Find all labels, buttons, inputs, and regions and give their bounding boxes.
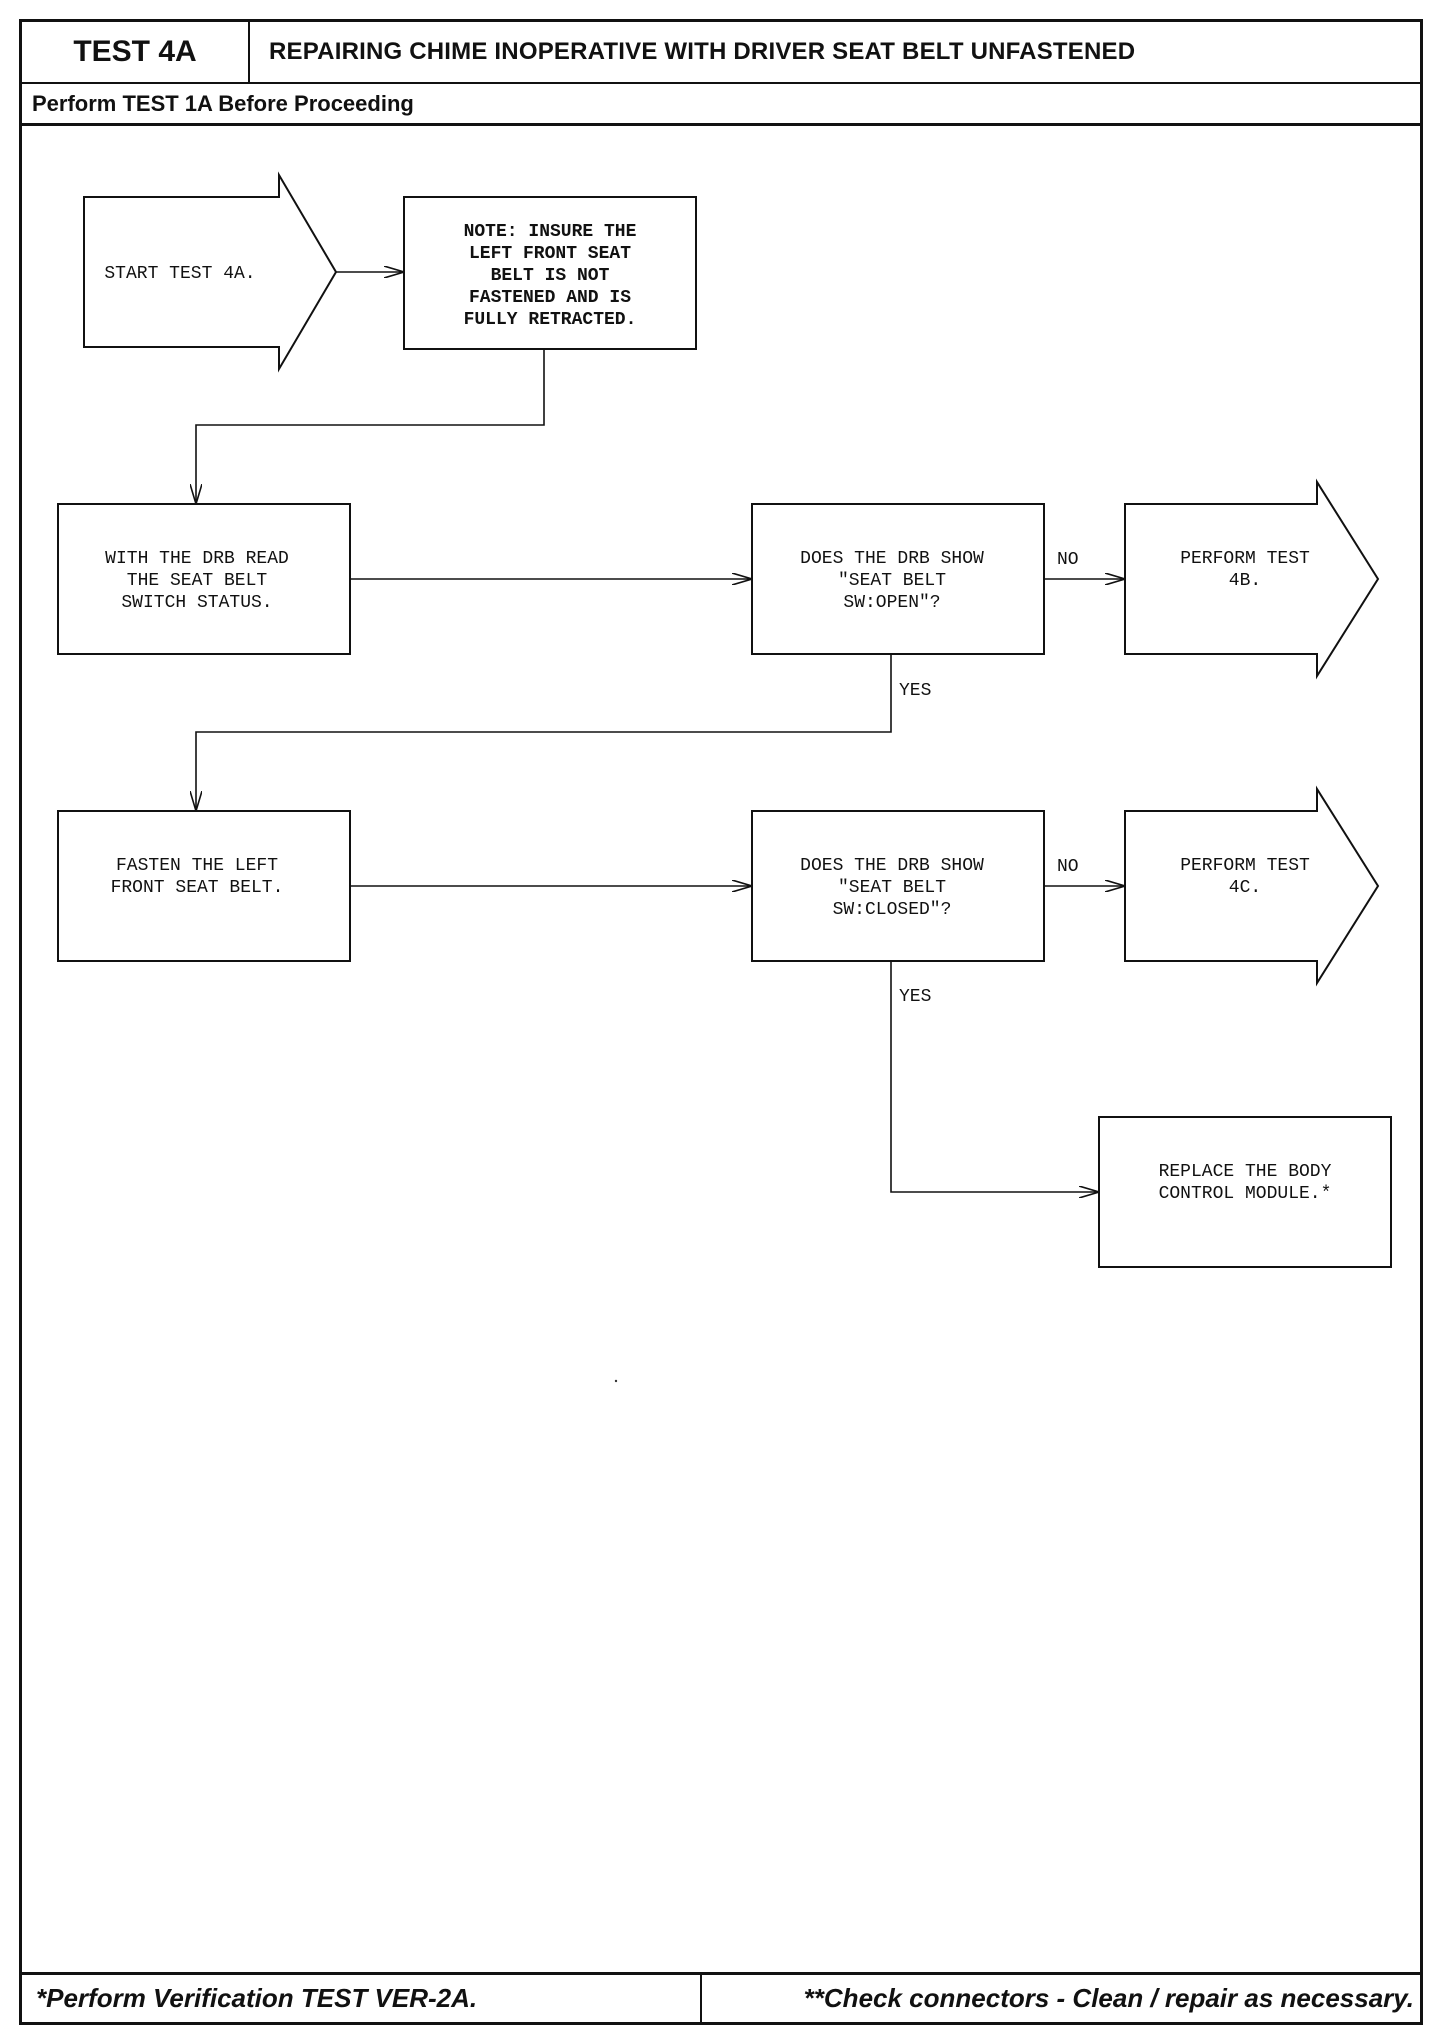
flow-text-line: LEFT FRONT SEAT xyxy=(469,244,631,264)
decision-open-box xyxy=(751,503,1045,655)
flow-text-line: CONTROL MODULE.* xyxy=(1159,1184,1332,1204)
flow-text-line: SWITCH STATUS. xyxy=(121,593,272,613)
flow-text-line: 4B. xyxy=(1229,571,1261,591)
flow-text-line: SW:OPEN"? xyxy=(843,593,940,613)
flow-text-line: FULLY RETRACTED. xyxy=(464,310,637,330)
scan-speck xyxy=(614,1379,618,1383)
flow-text-line: 4C. xyxy=(1229,878,1261,898)
flow-text-line: NOTE: INSURE THE xyxy=(464,222,637,242)
flow-text-line: SW:CLOSED"? xyxy=(833,900,952,920)
flow-text-line: FASTENED AND IS xyxy=(469,288,631,308)
flow-text-line: FRONT SEAT BELT. xyxy=(111,878,284,898)
connector-closed-yes xyxy=(890,961,1099,1192)
flow-text-line: DOES THE DRB SHOW xyxy=(800,856,984,876)
label-no-2: NO xyxy=(1057,857,1079,877)
flow-text-line: THE SEAT BELT xyxy=(127,571,268,591)
label-yes-2: YES xyxy=(899,987,931,1007)
diagnostic-sheet: TEST 4A REPAIRING CHIME INOPERATIVE WITH… xyxy=(19,19,1423,2025)
label-yes-1: YES xyxy=(899,681,931,701)
label-no-1: NO xyxy=(1057,550,1079,570)
flow-text-line: BELT IS NOT xyxy=(491,266,610,286)
header-row: TEST 4A REPAIRING CHIME INOPERATIVE WITH… xyxy=(22,22,1420,84)
note-box xyxy=(403,196,697,350)
flow-text-line: FASTEN THE LEFT xyxy=(116,856,278,876)
flow-text-line: START TEST 4A. xyxy=(104,264,255,284)
start-text: START TEST 4A. xyxy=(104,264,255,284)
flow-text-line: PERFORM TEST xyxy=(1180,856,1310,876)
footer-verification-note: *Perform Verification TEST VER-2A. xyxy=(22,1975,702,2022)
read-switch-box xyxy=(57,503,351,655)
footer: *Perform Verification TEST VER-2A. **Che… xyxy=(22,1972,1420,2022)
goto-4c-shape xyxy=(1124,785,1380,987)
flow-text-line: "SEAT BELT xyxy=(838,878,946,898)
fasten-box xyxy=(57,810,351,962)
prerequisite-note: Perform TEST 1A Before Proceeding xyxy=(22,84,1420,126)
flow-text-line: WITH THE DRB READ xyxy=(105,549,289,569)
decision-closed-box xyxy=(751,810,1045,962)
start-shape xyxy=(83,171,338,373)
connector-note-read xyxy=(196,349,545,504)
footer-connector-note: **Check connectors - Clean / repair as n… xyxy=(803,1983,1414,2013)
test-id: TEST 4A xyxy=(22,22,250,82)
flow-text-line: "SEAT BELT xyxy=(838,571,946,591)
flow-text-line: PERFORM TEST xyxy=(1180,549,1310,569)
replace-bcm-box xyxy=(1098,1116,1392,1268)
flow-text-line: DOES THE DRB SHOW xyxy=(800,549,984,569)
goto-4b-shape xyxy=(1124,478,1380,680)
connector-open-yes xyxy=(196,654,892,811)
flow-text-line: REPLACE THE BODY xyxy=(1159,1162,1332,1182)
test-title: REPAIRING CHIME INOPERATIVE WITH DRIVER … xyxy=(269,38,1136,65)
